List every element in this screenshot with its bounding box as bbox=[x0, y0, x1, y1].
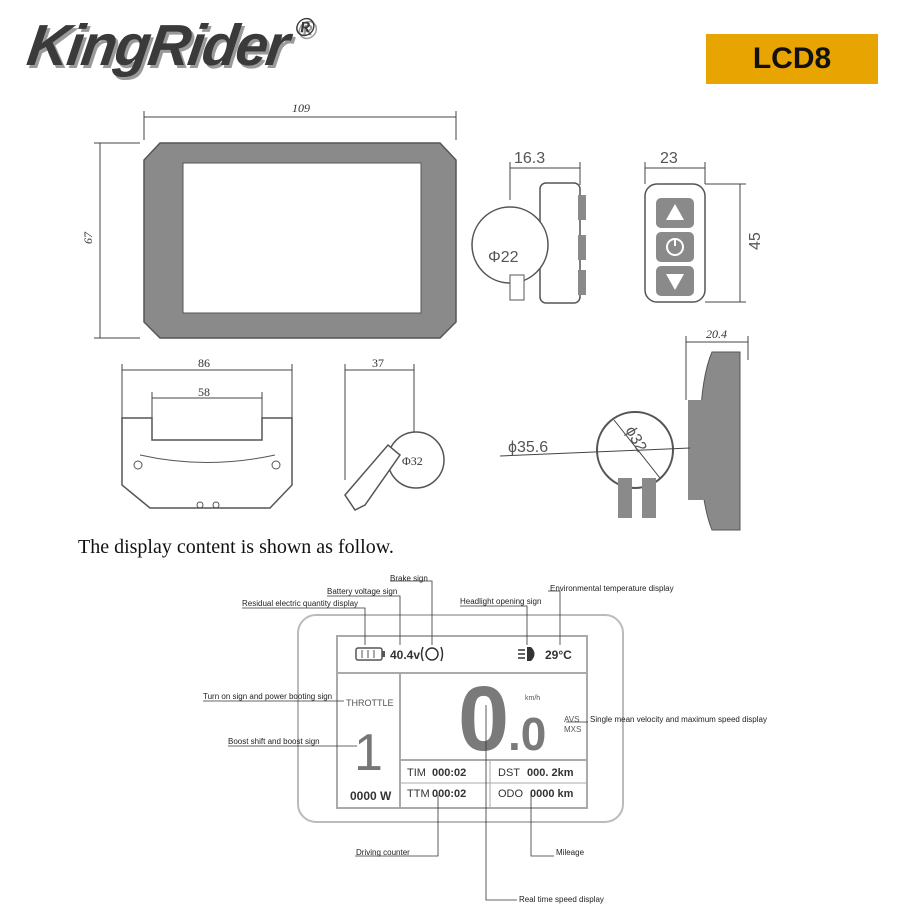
gear-level: 1 bbox=[354, 724, 383, 782]
battery-voltage: 40.4v bbox=[390, 648, 420, 662]
tim-value: 000:02 bbox=[432, 767, 466, 779]
speed-integer: 0 bbox=[458, 668, 509, 770]
annotation-residual: Residual electric quantity display bbox=[242, 599, 358, 608]
dst-label: DST bbox=[498, 767, 520, 779]
dim-remote-45: 45 bbox=[747, 232, 764, 250]
clamp-side-view: 37 Φ32 bbox=[344, 356, 445, 511]
dim-bracket-58: 58 bbox=[198, 385, 210, 399]
dim-width-109: 109 bbox=[292, 101, 310, 115]
odo-label: ODO bbox=[498, 788, 524, 800]
temperature-readout: 29°C bbox=[545, 648, 572, 662]
annotation-avg-speed: Single mean velocity and maximum speed d… bbox=[590, 715, 767, 724]
mode-label: THROTTLE bbox=[346, 698, 394, 708]
bracket-view: 86 58 bbox=[121, 356, 293, 509]
leader-lines bbox=[203, 580, 588, 901]
mxs-label: MXS bbox=[564, 725, 581, 734]
annotation-real-time-speed: Real time speed display bbox=[519, 895, 604, 904]
remote-side-view: 16.3 Φ22 bbox=[471, 150, 586, 304]
battery-icon bbox=[355, 647, 385, 661]
annotation-brake: Brake sign bbox=[390, 574, 428, 583]
model-badge: LCD8 bbox=[706, 34, 878, 84]
tim-label: TIM bbox=[407, 767, 426, 779]
caption: The display content is shown as follow. bbox=[78, 536, 394, 558]
speed-unit: km/h bbox=[525, 695, 540, 702]
annotation-turn-on: Turn on sign and power booting sign bbox=[203, 692, 332, 701]
model-badge-label: LCD8 bbox=[752, 42, 832, 75]
headlight-icon bbox=[518, 647, 535, 661]
dim-side-20-4: 20.4 bbox=[706, 327, 727, 341]
dim-height-67: 67 bbox=[81, 231, 95, 244]
dim-remote-23: 23 bbox=[660, 150, 678, 167]
annotation-boost: Boost shift and boost sign bbox=[228, 737, 320, 746]
brake-icon bbox=[420, 646, 444, 662]
annotation-env-temp: Environmental temperature display bbox=[550, 584, 674, 593]
avs-label: AVS bbox=[564, 715, 579, 724]
ttm-value: 000:02 bbox=[432, 788, 466, 800]
dst-value: 000. 2km bbox=[527, 767, 574, 779]
display-content-diagram: 40.4v 29°C THROTTLE 1 0000 W 0 .0 km/h A… bbox=[203, 574, 767, 904]
ttm-label: TTM bbox=[407, 788, 430, 800]
speed-decimal: .0 bbox=[508, 708, 546, 760]
remote-front-view: 23 45 bbox=[644, 150, 764, 303]
dim-bracket-86: 86 bbox=[198, 356, 210, 370]
dim-phi22: Φ22 bbox=[488, 249, 519, 266]
annotation-battery-voltage: Battery voltage sign bbox=[327, 587, 397, 596]
odo-value: 0000 km bbox=[530, 788, 574, 800]
annotation-headlight: Headlight opening sign bbox=[460, 597, 541, 606]
dim-phi35-6: ϕ35.6 bbox=[508, 439, 548, 456]
dimension-drawing: 109 67 16.3 Φ22 23 45 bbox=[81, 101, 764, 531]
display-side-view: 20.4 ϕ35.6 ϕ32 bbox=[499, 327, 749, 531]
power-readout: 0000 W bbox=[350, 789, 392, 803]
display-front-view: 109 67 bbox=[81, 101, 457, 339]
dim-clamp-16-3: 16.3 bbox=[514, 150, 545, 167]
annotation-mileage: Mileage bbox=[556, 848, 585, 857]
dim-clamp-37: 37 bbox=[372, 356, 384, 370]
dim-phi32: Φ32 bbox=[402, 454, 423, 468]
annotation-driving-counter: Driving counter bbox=[356, 848, 410, 857]
power-button-shape bbox=[656, 232, 694, 262]
